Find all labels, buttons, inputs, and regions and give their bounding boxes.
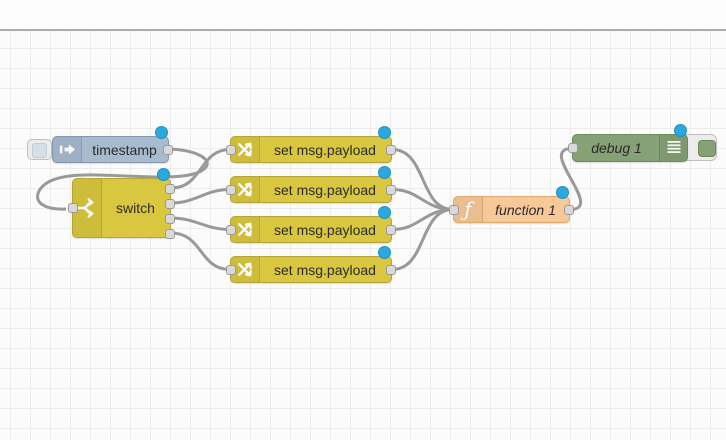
node-label: switch (116, 200, 155, 216)
changed-indicator (673, 123, 687, 137)
inject-trigger-button[interactable] (27, 139, 52, 160)
output-port-2[interactable] (165, 199, 175, 209)
output-port-4[interactable] (165, 229, 175, 239)
wire-switch-change3[interactable] (170, 216, 231, 231)
changed-indicator (377, 165, 391, 179)
fork-icon (73, 179, 102, 237)
node-function-1[interactable]: ƒ function 1 (449, 185, 574, 223)
node-change-1[interactable]: set msg.payload (226, 125, 396, 163)
output-port-3[interactable] (165, 214, 175, 224)
inject-arrow-icon (53, 137, 82, 162)
changed-indicator (156, 167, 170, 181)
input-port[interactable] (68, 203, 78, 213)
input-port[interactable] (226, 224, 236, 235)
node-label: set msg.payload (274, 221, 376, 238)
header-strip (0, 0, 726, 31)
inject-trigger-button-face (32, 143, 47, 158)
input-port[interactable] (226, 144, 236, 155)
shuffle-icon (231, 257, 260, 282)
input-port[interactable] (226, 184, 236, 195)
input-port[interactable] (568, 143, 578, 153)
node-label: set msg.payload (274, 181, 376, 198)
list-lines-icon (659, 135, 687, 161)
node-label: set msg.payload (274, 261, 376, 278)
node-label: timestamp (92, 141, 157, 158)
output-port-1[interactable] (165, 184, 175, 194)
node-change-2[interactable]: set msg.payload (226, 165, 396, 203)
changed-indicator (377, 205, 391, 219)
changed-indicator (377, 125, 391, 139)
changed-indicator (555, 185, 569, 199)
input-port[interactable] (449, 204, 459, 215)
output-port[interactable] (386, 144, 396, 155)
node-switch[interactable]: switch (68, 167, 175, 239)
node-label: set msg.payload (274, 141, 376, 158)
node-inject-timestamp[interactable]: timestamp (52, 125, 173, 163)
node-label: function 1 (495, 201, 556, 218)
changed-indicator (154, 125, 168, 139)
wire-switch-change4[interactable] (170, 231, 231, 271)
debug-enable-button-face (698, 140, 716, 157)
changed-indicator (377, 245, 391, 259)
node-debug-1[interactable]: debug 1 (568, 123, 688, 162)
wire-change4-function[interactable] (391, 208, 454, 271)
wire-switch-change2[interactable] (170, 188, 231, 205)
node-label: debug 1 (591, 140, 642, 156)
node-change-4[interactable]: set msg.payload (226, 245, 396, 283)
output-port[interactable] (564, 204, 574, 215)
node-change-3[interactable]: set msg.payload (226, 205, 396, 243)
output-port[interactable] (163, 144, 173, 155)
output-port[interactable] (386, 184, 396, 195)
wire-function-debug[interactable] (559, 147, 583, 211)
output-port[interactable] (386, 224, 396, 235)
input-port[interactable] (226, 264, 236, 275)
wire-switch-change1[interactable] (170, 148, 231, 190)
output-port[interactable] (386, 264, 396, 275)
